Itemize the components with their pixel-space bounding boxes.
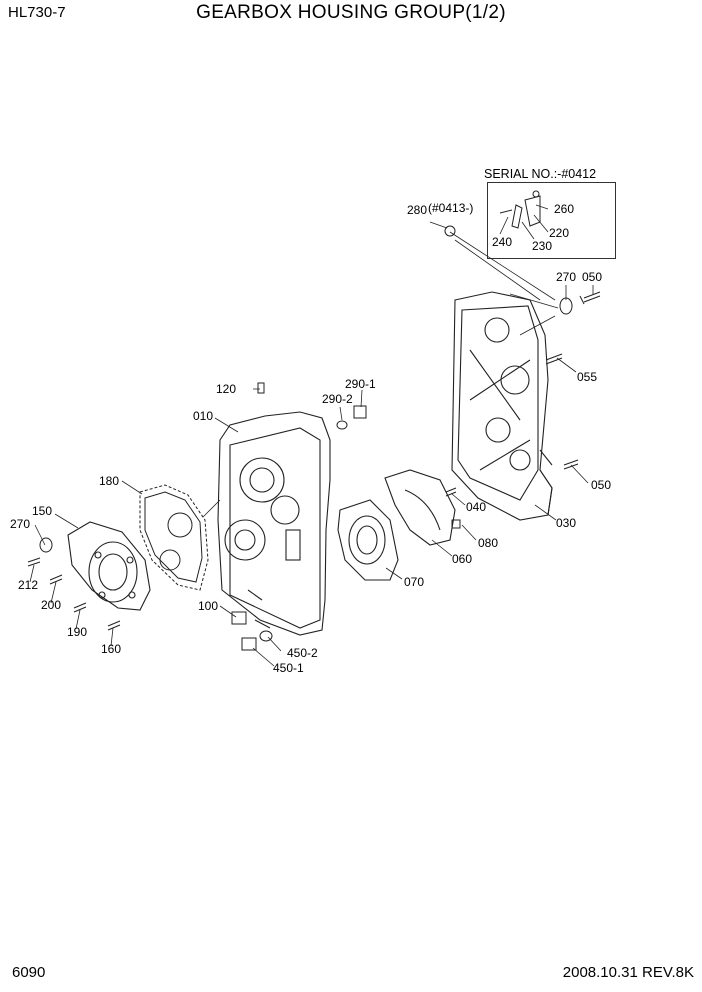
cover-plate-070 bbox=[337, 499, 399, 581]
part-label-100: 100 bbox=[198, 599, 219, 613]
rear-housing-030 bbox=[451, 291, 553, 521]
part-label-280-serial-note: (#0413-) bbox=[428, 201, 474, 215]
part-label-270-top: 270 bbox=[556, 270, 577, 284]
part-label-040: 040 bbox=[466, 500, 487, 514]
part-label-200: 200 bbox=[41, 598, 62, 612]
part-label-050-right: 050 bbox=[591, 478, 612, 492]
part-label-030: 030 bbox=[556, 516, 577, 530]
serial-number-label: SERIAL NO.:-#0412 bbox=[484, 167, 597, 181]
small-parts bbox=[27, 190, 601, 651]
date-revision: 2008.10.31 REV.8K bbox=[562, 964, 694, 981]
part-label-220: 220 bbox=[549, 226, 570, 240]
front-cover-150 bbox=[67, 521, 151, 611]
part-label-270-left: 270 bbox=[10, 517, 31, 531]
part-label-240: 240 bbox=[492, 235, 513, 249]
page-number: 6090 bbox=[12, 964, 46, 981]
part-label-080: 080 bbox=[478, 536, 499, 550]
part-label-150: 150 bbox=[32, 504, 53, 518]
part-label-212: 212 bbox=[18, 578, 39, 592]
part-label-180: 180 bbox=[99, 474, 120, 488]
part-label-290-1: 290-1 bbox=[345, 377, 376, 391]
leader-lines bbox=[29, 204, 594, 667]
page-title: GEARBOX HOUSING GROUP(1/2) bbox=[196, 2, 506, 23]
part-label-010: 010 bbox=[193, 409, 214, 423]
part-label-060: 060 bbox=[452, 552, 473, 566]
part-label-070: 070 bbox=[404, 575, 425, 589]
part-label-280: 280 bbox=[407, 203, 428, 217]
part-label-190: 190 bbox=[67, 625, 88, 639]
main-housing-010 bbox=[217, 411, 331, 636]
part-label-260: 260 bbox=[554, 202, 575, 216]
shield-060 bbox=[384, 469, 456, 546]
serial-number-box bbox=[487, 182, 616, 259]
part-label-120: 120 bbox=[216, 382, 237, 396]
part-label-290-2: 290-2 bbox=[322, 392, 353, 406]
part-label-050-top: 050 bbox=[582, 270, 603, 284]
model-name: HL730-7 bbox=[8, 4, 66, 21]
part-label-055: 055 bbox=[577, 370, 598, 384]
part-label-160: 160 bbox=[101, 642, 122, 656]
part-label-450-1: 450-1 bbox=[273, 661, 304, 675]
part-label-450-2: 450-2 bbox=[287, 646, 318, 660]
part-label-230: 230 bbox=[532, 239, 553, 253]
gasket-180 bbox=[139, 484, 209, 591]
